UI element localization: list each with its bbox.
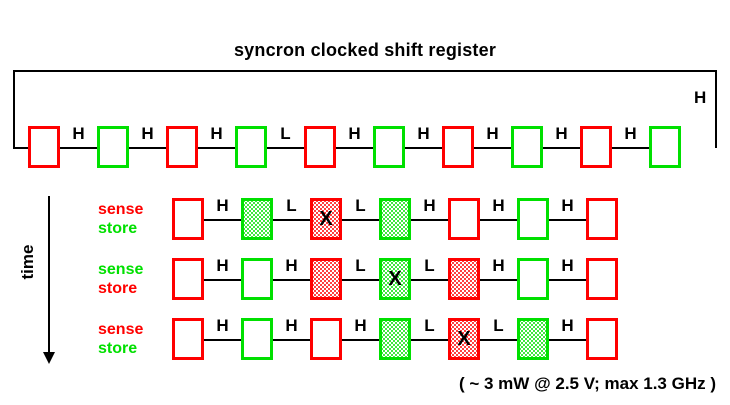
signal-level-label: H <box>285 316 298 335</box>
register-cell <box>448 198 480 240</box>
signal-level-label: L <box>424 256 435 275</box>
signal-level-label: L <box>424 316 435 335</box>
signal-level-label: H <box>423 196 436 215</box>
signal-level-label: H <box>492 196 505 215</box>
signal-level-label: H <box>561 316 574 335</box>
signal-level-label: H <box>561 256 574 275</box>
feedback-loop-level-label: H <box>694 88 707 107</box>
register-cell <box>241 198 273 240</box>
legend-store-label: store <box>98 340 138 357</box>
register-cell <box>448 258 480 300</box>
register-cell: X <box>310 198 342 240</box>
signal-level-label: L <box>355 196 366 215</box>
register-cell <box>235 126 267 168</box>
register-cell <box>28 126 60 168</box>
register-cell <box>166 126 198 168</box>
signal-level-label: H <box>492 256 505 275</box>
register-cell <box>586 258 618 300</box>
signal-level-label: L <box>493 316 504 335</box>
timestep-3-row: sense store X H H H L L H <box>0 316 730 364</box>
signal-level-label: H <box>210 124 223 143</box>
register-cell <box>379 198 411 240</box>
signal-level-label: L <box>280 124 291 143</box>
cell-x-marker: X <box>457 328 471 350</box>
register-cell <box>172 258 204 300</box>
cell-x-marker: X <box>388 268 402 290</box>
register-cell <box>310 258 342 300</box>
legend-sense-label: sense <box>98 261 144 278</box>
signal-level-label: H <box>555 124 568 143</box>
timestep-1-row: sense store X H L L H H H <box>0 196 730 244</box>
register-cell <box>517 258 549 300</box>
signal-level-label: L <box>286 196 297 215</box>
sense-store-legend: sense store <box>98 320 172 358</box>
signal-level-label: H <box>561 196 574 215</box>
sense-store-legend: sense store <box>98 200 172 238</box>
legend-sense-label: sense <box>98 201 144 218</box>
signal-level-label: L <box>355 256 366 275</box>
register-cell <box>304 126 336 168</box>
signal-level-label: H <box>348 124 361 143</box>
register-cell <box>172 318 204 360</box>
signal-level-label: H <box>354 316 367 335</box>
feedback-loop-wire <box>13 70 717 148</box>
bus-wire <box>13 147 681 149</box>
register-cell <box>586 198 618 240</box>
time-axis-line <box>48 196 50 354</box>
page-title: syncron clocked shift register <box>233 40 497 60</box>
signal-level-label: H <box>216 316 229 335</box>
register-cell <box>310 318 342 360</box>
footer-note: ( ~ 3 mW @ 2.5 V; max 1.3 GHz ) <box>458 374 716 393</box>
signal-level-label: H <box>216 196 229 215</box>
time-axis-arrowhead <box>43 352 55 364</box>
register-cell: X <box>379 258 411 300</box>
signal-level-label: H <box>216 256 229 275</box>
signal-level-label: H <box>285 256 298 275</box>
register-cell <box>172 198 204 240</box>
cell-x-marker: X <box>319 208 333 230</box>
register-cell <box>517 198 549 240</box>
register-cell <box>379 318 411 360</box>
legend-store-label: store <box>98 280 138 297</box>
sense-store-legend: sense store <box>98 260 172 298</box>
signal-level-label: H <box>72 124 85 143</box>
register-cell <box>442 126 474 168</box>
register-cell <box>580 126 612 168</box>
register-cell <box>511 126 543 168</box>
register-cell <box>373 126 405 168</box>
register-cell <box>241 258 273 300</box>
legend-store-label: store <box>98 220 138 237</box>
register-cell <box>649 126 681 168</box>
register-cell <box>97 126 129 168</box>
timestep-2-row: sense store X H H L L H H <box>0 256 730 304</box>
register-cell <box>586 318 618 360</box>
register-cell: X <box>448 318 480 360</box>
signal-level-label: H <box>624 124 637 143</box>
register-cell <box>517 318 549 360</box>
legend-sense-label: sense <box>98 321 144 338</box>
register-cell <box>241 318 273 360</box>
signal-level-label: H <box>141 124 154 143</box>
signal-level-label: H <box>486 124 499 143</box>
signal-level-label: H <box>417 124 430 143</box>
